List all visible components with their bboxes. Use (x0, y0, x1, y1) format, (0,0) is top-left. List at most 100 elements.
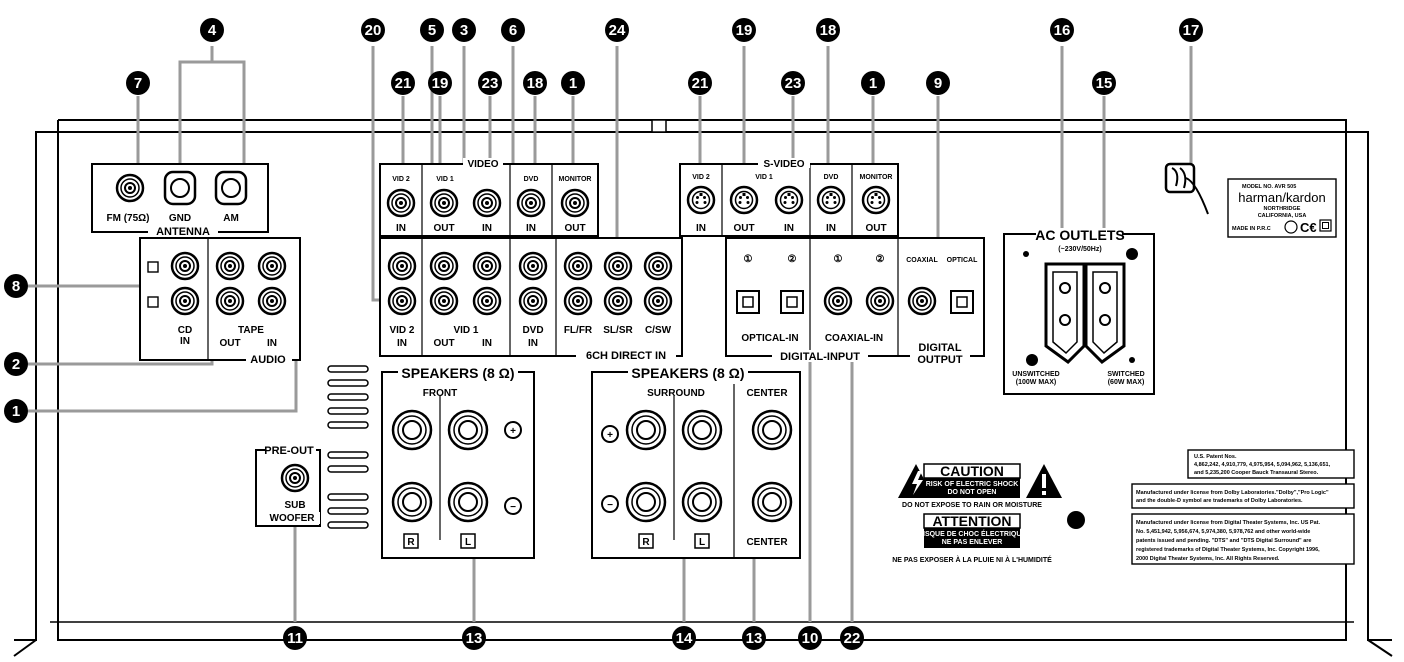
6ch-title: 6CH DIRECT IN (586, 350, 666, 362)
optical-in-2-port[interactable] (780, 290, 804, 314)
surround-r-minus-terminal[interactable] (625, 481, 667, 523)
6ch-c-jack[interactable] (643, 286, 673, 316)
callout-c15: 15 (1092, 71, 1116, 95)
switched-outlet[interactable] (1084, 262, 1126, 364)
video-monitor-out-jack[interactable] (560, 188, 590, 218)
video-dvd-in-jack[interactable] (516, 188, 546, 218)
front-r-minus-terminal[interactable] (391, 481, 433, 523)
vid1-audio-in-r-jack[interactable] (472, 251, 502, 281)
ac-outlets-section: AC OUTLETS (~230V/50Hz) UNSWITCHED (100W… (1003, 227, 1155, 395)
vid1-audio-out-r-jack[interactable] (429, 251, 459, 281)
svideo-vid1-out-dir: OUT (733, 223, 754, 234)
callout-number: 19 (736, 22, 753, 39)
callout-c16: 16 (1050, 18, 1074, 42)
caution-title: CAUTION (940, 463, 1004, 479)
6ch-csw-label: C/SW (645, 325, 672, 336)
dvd-audio-label: DVD (522, 325, 543, 336)
front-r-plus-terminal[interactable] (391, 409, 433, 451)
cert-s-icon (1284, 220, 1298, 234)
svideo-vid1-in-jack[interactable] (774, 185, 804, 215)
unswitched-label: UNSWITCHED (1012, 371, 1059, 378)
surround-l-minus-terminal[interactable] (681, 481, 723, 523)
center-bottom-label: CENTER (746, 537, 788, 548)
vent-slots (327, 365, 369, 529)
svideo-dvd-dir: IN (826, 223, 836, 234)
video-vid2-in-jack[interactable] (386, 188, 416, 218)
video-dvd-label: DVD (524, 176, 539, 183)
subwoofer-out-jack[interactable] (280, 463, 310, 493)
surround-speakers-title: SPEAKERS (8 Ω) (631, 365, 744, 381)
center-plus-terminal[interactable] (751, 409, 793, 451)
digital-out-coaxial-label: COAXIAL (906, 257, 938, 264)
callout-number: 11 (287, 630, 303, 647)
coaxial-in-label: COAXIAL-IN (825, 333, 883, 344)
callout-number: 4 (208, 22, 217, 39)
optical-in-1-port[interactable] (736, 290, 760, 314)
gnd-terminal[interactable] (163, 170, 197, 206)
callout-number: 13 (746, 630, 763, 647)
svideo-vid2-in-jack[interactable] (686, 185, 716, 215)
dts-line5: 2000 Digital Theater Systems, Inc. All R… (1136, 556, 1280, 562)
cd-in-l-jack[interactable] (170, 286, 200, 316)
front-l-plus-terminal[interactable] (447, 409, 489, 451)
callout-c17: 17 (1179, 18, 1203, 42)
digital-out-coaxial-jack[interactable] (907, 286, 937, 316)
tape-in-l-jack[interactable] (257, 286, 287, 316)
video-vid1-out-jack[interactable] (429, 188, 459, 218)
6ch-sw-jack[interactable] (643, 251, 673, 281)
unswitched-outlet[interactable] (1044, 262, 1086, 364)
surround-l-plus-terminal[interactable] (681, 409, 723, 451)
center-minus-terminal[interactable] (751, 481, 793, 523)
preout-sub-label: SUB (284, 500, 305, 511)
callout-number: 8 (12, 278, 20, 295)
callout-number: 21 (395, 75, 412, 92)
tape-out-r-jack[interactable] (215, 251, 245, 281)
tape-out-l-jack[interactable] (215, 286, 245, 316)
am-label: AM (223, 213, 239, 224)
dvd-audio-in-r-jack[interactable] (518, 251, 548, 281)
digital-out-optical-port[interactable] (950, 290, 974, 314)
switched-label: SWITCHED (1107, 371, 1144, 378)
6ch-sr-jack[interactable] (603, 251, 633, 281)
coaxial-in-2-num: ② (876, 254, 885, 265)
svideo-dvd-in-jack[interactable] (816, 185, 846, 215)
6ch-fr-jack[interactable] (563, 251, 593, 281)
vid1-audio-in-l-jack[interactable] (472, 286, 502, 316)
surround-r-plus-terminal[interactable] (625, 409, 667, 451)
am-terminal[interactable] (214, 170, 248, 206)
callout-number: 1 (12, 403, 20, 420)
svideo-vid1-out-jack[interactable] (729, 185, 759, 215)
coaxial-in-1-jack[interactable] (823, 286, 853, 316)
fm-jack[interactable] (115, 173, 145, 203)
video-vid1-in-jack[interactable] (472, 188, 502, 218)
callout-c18a: 18 (523, 71, 547, 95)
vid1-audio-out-l-jack[interactable] (429, 286, 459, 316)
caution-line1: RISK OF ELECTRIC SHOCK (926, 481, 1019, 488)
callout-c19b: 19 (732, 18, 756, 42)
callout-c6: 6 (501, 18, 525, 42)
callout-number: 17 (1183, 22, 1200, 39)
svideo-monitor-out-jack[interactable] (861, 185, 891, 215)
svideo-dvd-label: DVD (824, 174, 839, 181)
coaxial-in-2-jack[interactable] (865, 286, 895, 316)
6ch-fl-jack[interactable] (563, 286, 593, 316)
plus-icon (601, 425, 619, 443)
6ch-flfr-label: FL/FR (564, 325, 593, 336)
attention-line1: RISQUE DE CHOC ÉLECTRIQUE (918, 529, 1026, 538)
vid2-audio-in-l-jack[interactable] (387, 286, 417, 316)
tape-in-label: IN (267, 338, 277, 349)
callout-c9: 9 (926, 71, 950, 95)
6ch-sl-jack[interactable] (603, 286, 633, 316)
plus-icon (504, 421, 522, 439)
cd-in-r-jack[interactable] (170, 251, 200, 281)
vid1-audio-out-label: OUT (433, 338, 454, 349)
callout-c19a: 19 (428, 71, 452, 95)
svideo-monitor-dir: OUT (865, 223, 886, 234)
vid2-audio-in-r-jack[interactable] (387, 251, 417, 281)
vid2-audio-label: VID 2 (389, 325, 414, 336)
gnd-label: GND (169, 213, 191, 224)
front-l-minus-terminal[interactable] (447, 481, 489, 523)
dvd-audio-in-l-jack[interactable] (518, 286, 548, 316)
tape-in-r-jack[interactable] (257, 251, 287, 281)
cd-in-label: IN (180, 336, 190, 347)
